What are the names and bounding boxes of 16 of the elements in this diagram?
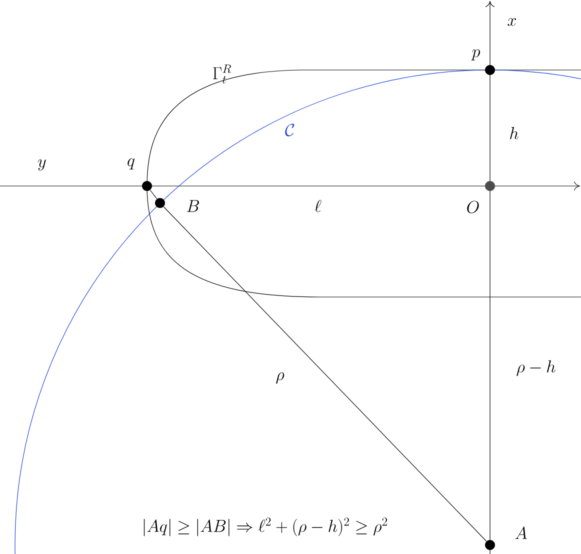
point-label: $q$ <box>128 158 135 170</box>
length-label: $h$ <box>510 127 518 140</box>
point-label: $p$ <box>471 49 480 60</box>
point-label: $B$ <box>186 200 199 212</box>
inequality-formula: $|Aq| \geq |AB| \Rightarrow \ell^2 + (\rho - h)^2 \geq \rho^2$ <box>144 518 388 536</box>
curve-label: $\mathcal{C}$ <box>285 124 294 136</box>
length-label: $\rho - h$ <box>516 360 556 376</box>
point-label: $A$ <box>515 526 527 539</box>
line-segment <box>163 206 487 542</box>
point-label: $O$ <box>467 200 479 214</box>
axis-label: $x$ <box>508 18 516 26</box>
line-segment <box>150 190 158 200</box>
length-label: $\rho$ <box>276 372 284 384</box>
curve-label: $\Gamma_t^R$ <box>213 64 232 84</box>
axis-label: $y$ <box>38 159 46 171</box>
length-label: $\ell$ <box>314 200 322 212</box>
